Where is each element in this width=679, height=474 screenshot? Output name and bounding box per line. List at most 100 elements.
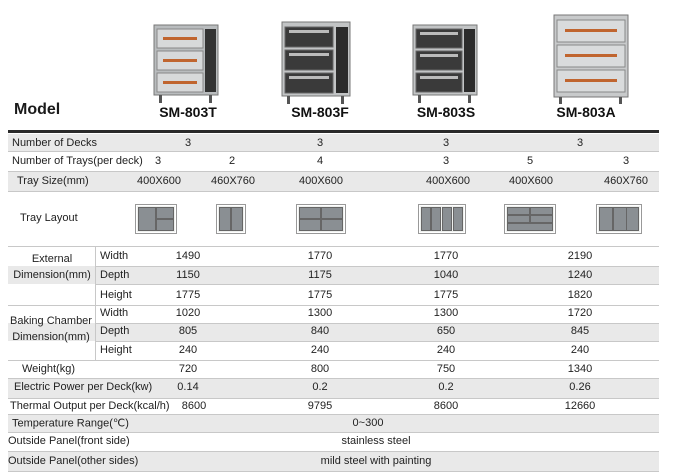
decks-label: Number of Decks	[12, 137, 97, 149]
chamber-height-value: 240	[436, 344, 456, 356]
tray-layout-diagram	[596, 204, 642, 234]
chamber-height-value: 240	[310, 344, 330, 356]
external-depth-value: 1175	[308, 269, 332, 281]
row-bg	[8, 266, 659, 284]
row-bg	[8, 171, 659, 191]
external-width-value: 1770	[307, 250, 333, 262]
tray-size-value: 400X600	[508, 175, 554, 187]
group-divider	[95, 246, 96, 360]
row-line	[95, 266, 659, 267]
decks-sm-803f: 3	[316, 137, 324, 149]
model-name-sm-803a: SM-803A	[556, 104, 616, 120]
row-bg	[8, 134, 659, 151]
chamber-depth-value: 805	[178, 325, 198, 337]
tray-layout-diagram	[216, 204, 246, 234]
other-panel-label: Outside Panel(other sides)	[8, 455, 139, 467]
chamber-width-label: Width	[100, 307, 129, 319]
tray-layout-diagram	[296, 204, 346, 234]
front-panel-value: stainless steel	[341, 435, 411, 447]
thermal-value: 12660	[564, 400, 596, 412]
chamber-depth-value: 840	[310, 325, 330, 337]
model-name-sm-803t: SM-803T	[159, 104, 217, 120]
model-name-sm-803s: SM-803S	[416, 104, 476, 120]
external-depth-value: 1150	[176, 269, 200, 281]
external-height-value: 1775	[433, 289, 459, 301]
decks-sm-803t: 3	[184, 137, 192, 149]
row-line	[95, 284, 659, 285]
row-line	[8, 398, 659, 399]
chamber-width-value: 1300	[433, 307, 459, 319]
external-dimension-label: External Dimension(mm)	[13, 253, 91, 281]
thermal-value: 8600	[181, 400, 207, 412]
weight-label: Weight(kg)	[22, 363, 75, 375]
tray-size-value: 460X760	[603, 175, 649, 187]
thermal-value: 9795	[307, 400, 333, 412]
chamber-width-value: 1300	[307, 307, 333, 319]
power-value: 0.14	[177, 381, 199, 393]
trays-value: 5	[526, 155, 534, 167]
external-height-value: 1775	[307, 289, 333, 301]
oven-image-sm-803f	[281, 21, 351, 104]
trays-value: 3	[154, 155, 162, 167]
model-name-sm-803f: SM-803F	[291, 104, 349, 120]
external-width-value: 2190	[567, 250, 593, 262]
row-line	[8, 471, 659, 472]
chamber-depth-label: Depth	[100, 325, 130, 337]
power-value: 0.2	[312, 381, 328, 393]
external-depth-label: Depth	[100, 269, 130, 281]
row-line	[95, 341, 659, 342]
trays-value: 2	[228, 155, 236, 167]
temperature-value: 0~300	[352, 417, 384, 429]
row-line	[8, 451, 659, 452]
chamber-width-value: 1720	[567, 307, 593, 319]
power-value: 0.26	[569, 381, 591, 393]
row-line	[8, 414, 659, 415]
weight-value: 800	[310, 363, 330, 375]
oven-image-sm-803a	[553, 14, 629, 104]
row-line	[8, 360, 659, 361]
chamber-dimension-label: Baking Chamber Dimension(mm)	[10, 315, 92, 343]
chamber-height-value: 240	[178, 344, 198, 356]
external-width-value: 1770	[433, 250, 459, 262]
external-width-label: Width	[100, 250, 129, 262]
thermal-label: Thermal Output per Deck(kcal/h)	[10, 400, 170, 412]
tray-size-value: 400X600	[425, 175, 471, 187]
row-bg	[8, 378, 659, 398]
row-line	[8, 246, 659, 247]
weight-value: 720	[178, 363, 198, 375]
power-value: 0.2	[438, 381, 454, 393]
tray-size-label: Tray Size(mm)	[17, 175, 89, 187]
row-line	[8, 378, 659, 379]
row-line	[8, 171, 659, 172]
trays-label: Number of Trays(per deck)	[12, 155, 143, 167]
weight-value: 1340	[567, 363, 593, 375]
decks-sm-803s: 3	[442, 137, 450, 149]
chamber-depth-value: 650	[436, 325, 456, 337]
chamber-height-value: 240	[570, 344, 590, 356]
other-panel-value: mild steel with painting	[320, 455, 432, 467]
power-label: Electric Power per Deck(kw)	[14, 381, 153, 393]
oven-image-sm-803s	[412, 24, 478, 103]
row-bg	[8, 414, 659, 432]
tray-size-value: 400X600	[298, 175, 344, 187]
decks-sm-803a: 3	[576, 137, 584, 149]
external-depth-value: 1240	[567, 269, 593, 281]
row-line	[8, 432, 659, 433]
row-line	[8, 305, 659, 306]
temperature-label: Temperature Range(℃)	[12, 417, 129, 430]
tray-layout-diagram	[418, 204, 466, 234]
external-width-value: 1490	[175, 250, 201, 262]
external-height-value: 1820	[567, 289, 593, 301]
trays-value: 4	[316, 155, 324, 167]
model-label: Model	[14, 101, 61, 118]
tray-size-value: 400X600	[136, 175, 182, 187]
chamber-height-label: Height	[100, 344, 132, 356]
tray-layout-diagram	[504, 204, 556, 234]
row-line	[8, 191, 659, 192]
row-line	[8, 151, 659, 152]
external-height-label: Height	[100, 289, 132, 301]
trays-value: 3	[442, 155, 450, 167]
thermal-value: 8600	[433, 400, 459, 412]
tray-layout-diagram	[135, 204, 177, 234]
header-divider	[8, 130, 659, 133]
